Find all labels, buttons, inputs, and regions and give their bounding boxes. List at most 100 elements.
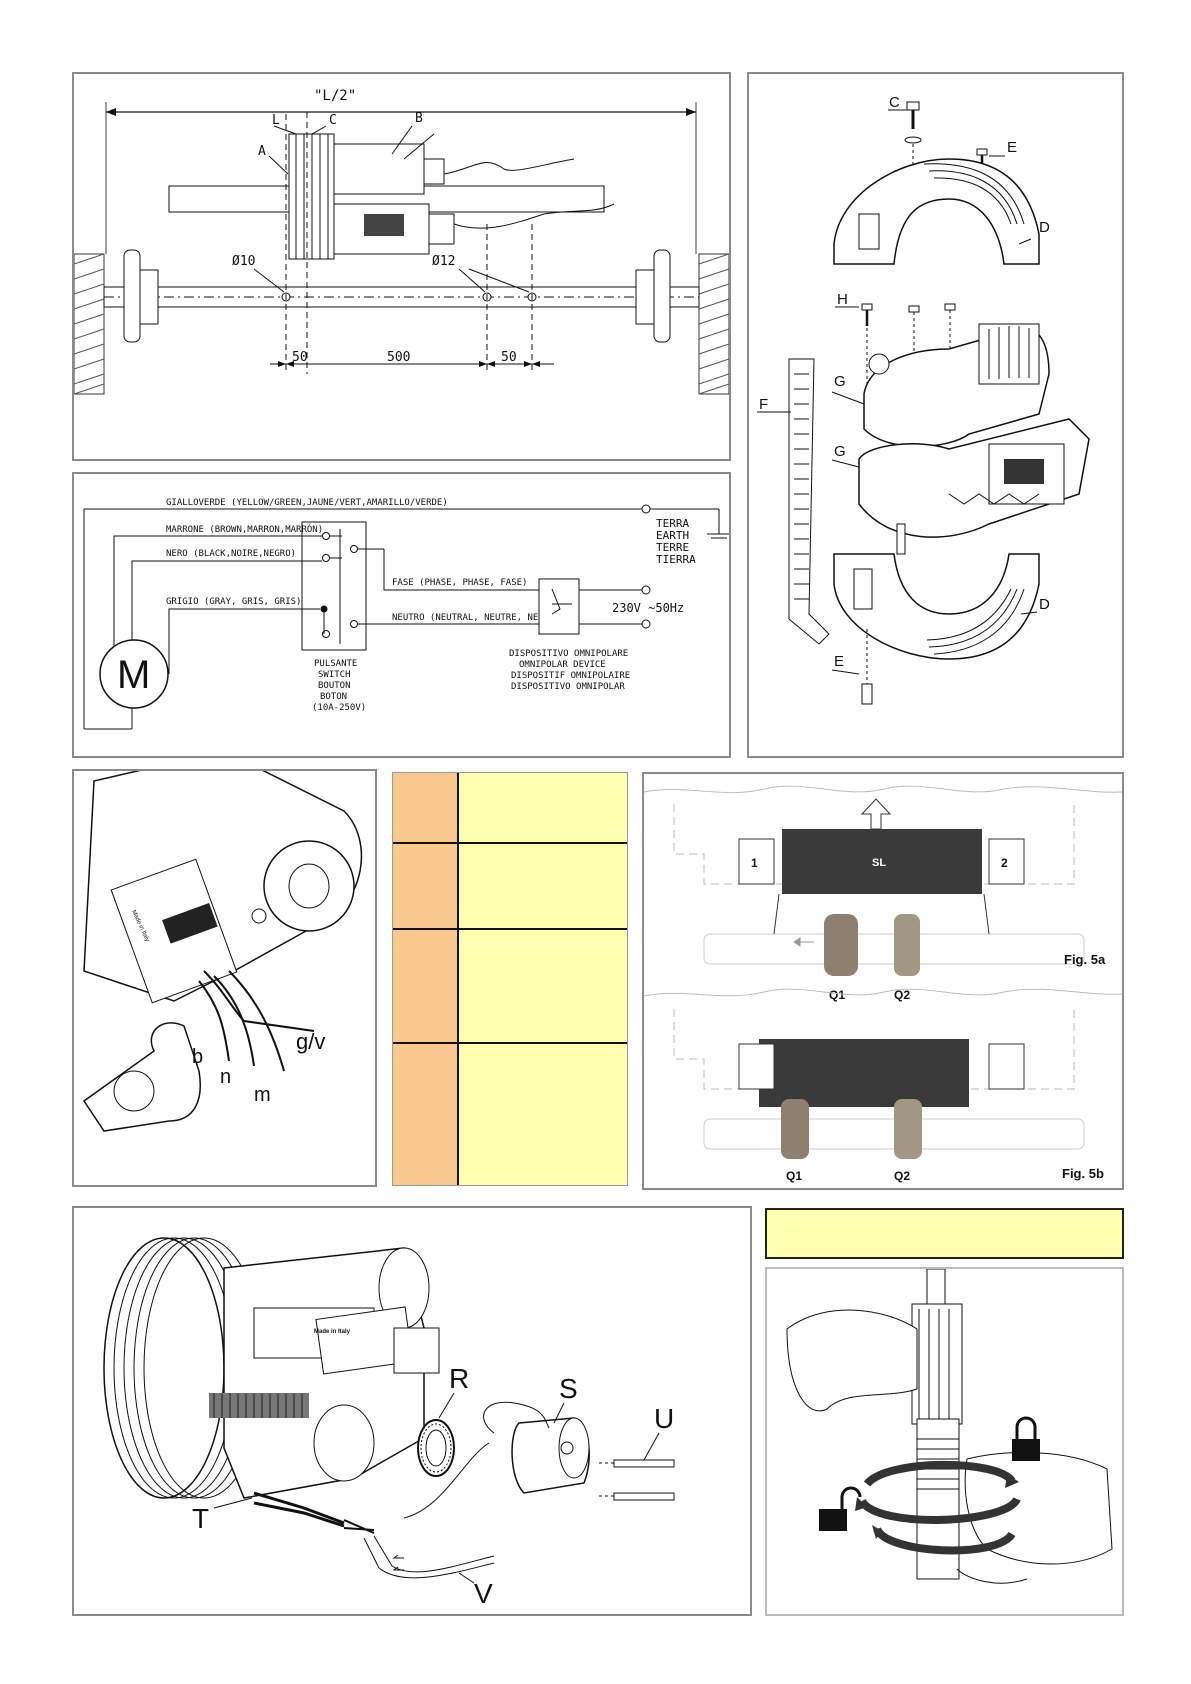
motor-body-drawing bbox=[288, 133, 615, 260]
switch-rating: (10A-250V) bbox=[312, 703, 366, 713]
right-wall bbox=[698, 253, 729, 395]
switch-2-label: 2 bbox=[1001, 856, 1008, 870]
motor-made-in: Made in Italy bbox=[314, 1329, 351, 1335]
device-label-block: DISPOSITIVO OMNIPOLARE OMNIPOLAR DEVICE … bbox=[509, 649, 630, 692]
callout-g-bottom: G bbox=[834, 443, 846, 460]
supply-label: 230V ~50Hz bbox=[612, 601, 684, 615]
installation-drawing-panel: "L/2" L C B A bbox=[72, 72, 731, 461]
neutral-label: NEUTRO (NEUTRAL, NEUTRE, NEUTRO) bbox=[392, 613, 565, 623]
lower-shell bbox=[833, 553, 1040, 660]
cam-q1-a bbox=[824, 914, 858, 976]
table-row-divider bbox=[393, 928, 627, 930]
callout-d-top: D bbox=[1039, 219, 1050, 236]
gear-train bbox=[209, 1393, 309, 1418]
q1-label-a: Q1 bbox=[829, 988, 845, 1002]
ring-r bbox=[417, 1419, 455, 1477]
earth-label-es: TIERRA bbox=[656, 553, 696, 566]
callout-l: L bbox=[272, 113, 280, 128]
caption-box bbox=[765, 1208, 1124, 1259]
switch-2-b bbox=[988, 1043, 1025, 1090]
lock-open-icon bbox=[819, 1486, 862, 1531]
wiring-diagram: GIALLOVERDE (YELLOW/GREEN,JAUNE/VERT,AMA… bbox=[83, 498, 729, 730]
q1-label-b: Q1 bbox=[786, 1169, 802, 1183]
cam-q2-b bbox=[894, 1099, 922, 1159]
lock-closed-icon bbox=[1012, 1416, 1040, 1461]
phase-label: FASE (PHASE, PHASE, FASE) bbox=[392, 578, 527, 588]
wire-label-b: b bbox=[192, 1046, 203, 1068]
screw-u-top bbox=[613, 1459, 675, 1468]
terminal-block-panel: Made in Italy b n m g/v bbox=[72, 769, 377, 1187]
switch-1-a bbox=[738, 838, 775, 885]
callout-u: U bbox=[654, 1403, 674, 1434]
motor-upper-unit bbox=[863, 323, 1050, 448]
drawing-callouts: L C B A bbox=[258, 111, 423, 175]
earth-label-block: TERRA EARTH TERRE TIERRA bbox=[656, 517, 696, 566]
sl-plate-b bbox=[759, 1039, 969, 1107]
wire-label-m: m bbox=[254, 1084, 271, 1106]
exploded-view-panel: C E D H G bbox=[747, 72, 1124, 758]
switch-1-label: 1 bbox=[751, 856, 758, 870]
motor-symbol-letter: M bbox=[117, 653, 150, 697]
left-wall bbox=[74, 253, 105, 395]
switch-label-fr: BOUTON bbox=[318, 681, 351, 691]
callout-s: S bbox=[559, 1373, 578, 1404]
q2-label-a: Q2 bbox=[894, 988, 910, 1002]
screw-c bbox=[904, 101, 922, 164]
callout-r: R bbox=[449, 1363, 469, 1394]
switch-2-a bbox=[988, 838, 1025, 885]
table-row-divider bbox=[393, 842, 627, 844]
exploded-view: C E D H G bbox=[757, 94, 1090, 705]
motor-head-panel: Made in Italy R S U bbox=[72, 1206, 752, 1616]
terminal-block-illustration: Made in Italy b n m g/v bbox=[82, 771, 363, 1132]
device-label-fr: DISPOSITIF OMNIPOLAIRE bbox=[511, 671, 630, 681]
cam-q2-a bbox=[894, 914, 920, 976]
pliers-t bbox=[253, 1491, 375, 1534]
table-column-left bbox=[393, 773, 459, 1185]
callout-b: B bbox=[415, 111, 423, 126]
wire-grey-label: GRIGIO (GRAY, GRIS, GRIS) bbox=[166, 597, 301, 607]
q2-label-b: Q2 bbox=[894, 1169, 910, 1183]
sl-label-a: SL bbox=[872, 857, 886, 869]
wire-earth-label: GIALLOVERDE (YELLOW/GREEN,JAUNE/VERT,AMA… bbox=[166, 498, 448, 508]
earth-label-it: TERRA bbox=[656, 517, 689, 530]
callout-c-exploded: C bbox=[889, 94, 900, 111]
device-label-en: OMNIPOLAR DEVICE bbox=[519, 660, 606, 670]
switch-label-it: PULSANTE bbox=[314, 659, 357, 669]
dim-half-label: "L/2" bbox=[314, 88, 356, 104]
installation-drawing: "L/2" L C B A bbox=[74, 88, 729, 395]
cap-s bbox=[511, 1417, 590, 1494]
switch-box bbox=[301, 521, 367, 651]
callout-g-top: G bbox=[834, 373, 846, 390]
hand-adjustment-illustration bbox=[786, 1269, 1113, 1584]
switch-label-en: SWITCH bbox=[318, 670, 351, 680]
callout-e-bottom: E bbox=[834, 653, 844, 670]
dim-500: 500 bbox=[387, 350, 410, 365]
wire-label-n: n bbox=[220, 1066, 231, 1088]
motor-head-illustration: Made in Italy R S U bbox=[103, 1237, 675, 1609]
callout-d-bottom: D bbox=[1039, 596, 1050, 613]
callout-a: A bbox=[258, 144, 266, 159]
wiring-diagram-panel: GIALLOVERDE (YELLOW/GREEN,JAUNE/VERT,AMA… bbox=[72, 472, 731, 758]
dim-50-left: 50 bbox=[292, 350, 308, 365]
left-spring-wheel bbox=[123, 249, 159, 343]
motor-symbol bbox=[99, 639, 169, 709]
hole-12-label: Ø12 bbox=[432, 254, 455, 269]
switch-1-b bbox=[738, 1043, 775, 1090]
switch-label-block: PULSANTE SWITCH BOUTON BOTON (10A-250V) bbox=[312, 659, 366, 713]
device-label-es: DISPOSITIVO OMNIPOLAR bbox=[511, 682, 625, 692]
limit-switch-figure-panel: SL 1 2 Q1 Q2 Fig. 5a Q1 Q2 Fig. 5b bbox=[642, 772, 1124, 1190]
callout-t: T bbox=[192, 1503, 209, 1534]
legend-table bbox=[392, 772, 628, 1186]
table-row-divider bbox=[393, 1042, 627, 1044]
sl-plate-a bbox=[782, 829, 982, 894]
strip-f bbox=[788, 358, 830, 645]
wire-brown-label: MARRONE (BROWN,MARRON,MARRÓN) bbox=[166, 523, 323, 535]
callout-h: H bbox=[837, 291, 848, 308]
callout-v: V bbox=[474, 1578, 493, 1609]
earth-label-en: EARTH bbox=[656, 529, 689, 542]
table-column-right bbox=[459, 773, 627, 1185]
wire-label-gv: g/v bbox=[296, 1029, 325, 1054]
callout-e-top: E bbox=[1007, 139, 1017, 156]
motor-lower-unit bbox=[858, 418, 1090, 538]
limit-switch-figure: SL 1 2 Q1 Q2 Fig. 5a Q1 Q2 Fig. 5b bbox=[644, 785, 1122, 1183]
